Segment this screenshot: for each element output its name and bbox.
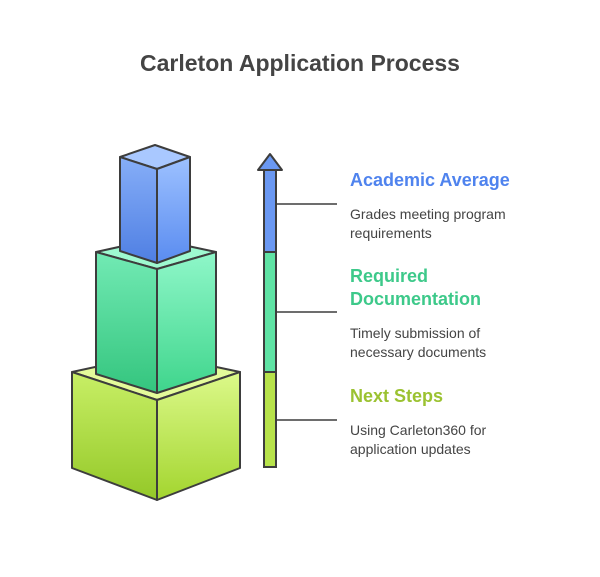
middle-block-right-face xyxy=(156,251,217,394)
level-description-academic-average: Grades meeting program requirements xyxy=(350,206,506,241)
level-heading-next-steps: Next Steps xyxy=(350,386,444,406)
arrow-bar-segment-required-documentation xyxy=(263,251,277,373)
bottom-block-right-face xyxy=(156,371,241,501)
arrow-bar-segment-academic-average xyxy=(263,169,277,253)
diagram-title: Carleton Application Process xyxy=(140,50,460,76)
level-heading-academic-average: Academic Average xyxy=(350,170,510,190)
level-description-next-steps: Using Carleton360 for application update… xyxy=(350,422,487,457)
arrow-bar-segment-next-steps xyxy=(263,371,277,468)
middle-block-left-face xyxy=(95,251,158,394)
top-block-left-face xyxy=(119,156,158,264)
level-description-required-documentation: Timely submission of necessary documents xyxy=(350,325,487,360)
top-block-academic-average xyxy=(119,144,191,264)
level-heading-required-documentation: Required Documentation xyxy=(350,266,482,309)
arrow-head-icon xyxy=(257,153,283,171)
top-block-right-face xyxy=(156,156,191,264)
